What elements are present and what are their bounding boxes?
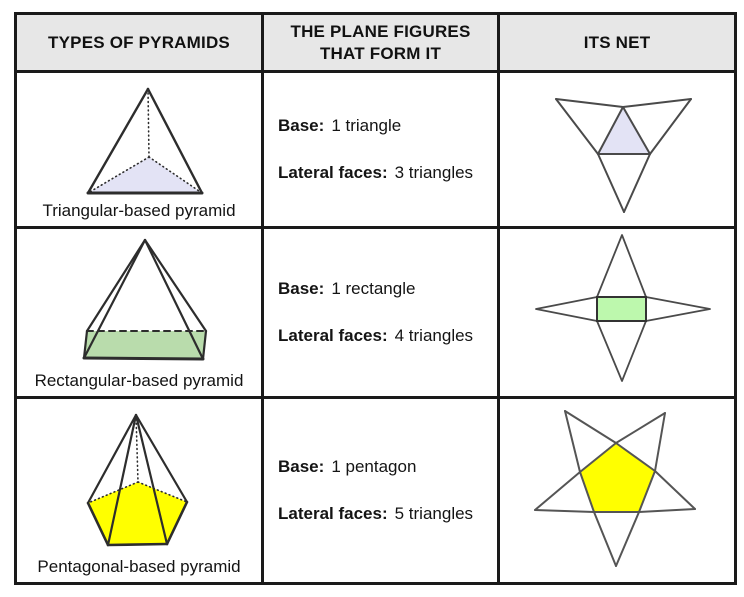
lateral-label: Lateral faces: xyxy=(278,326,388,345)
base-line: Base: 1 rectangle xyxy=(278,279,491,299)
base-line: Base: 1 triangle xyxy=(278,116,491,136)
cell-desc-triangular: Base: 1 triangle Lateral faces: 3 triangle… xyxy=(264,73,497,226)
cell-desc-pentagonal: Base: 1 pentagon Lateral faces: 5 triangle… xyxy=(264,399,497,582)
cell-net-triangular xyxy=(500,73,734,226)
header-label: THE PLANE FIGURES THAT FORM IT xyxy=(290,22,471,63)
header-label: ITS NET xyxy=(583,32,651,52)
rectangular-net-illustration xyxy=(535,234,711,382)
header-label: TYPES OF PYRAMIDS xyxy=(48,32,230,52)
lateral-value: 5 triangles xyxy=(394,504,474,523)
lateral-value: 4 triangles xyxy=(394,326,474,345)
pyramids-table: TYPES OF PYRAMIDS THE PLANE FIGURES THAT… xyxy=(14,12,737,585)
figure-label-pentagonal: Pentagonal-based pyramid xyxy=(37,557,241,576)
pentagonal-net-illustration xyxy=(534,410,696,567)
cell-desc-rectangular: Base: 1 rectangle Lateral faces: 4 triangl… xyxy=(264,229,497,396)
base-label: Base: xyxy=(278,116,325,135)
base-label: Base: xyxy=(278,457,325,476)
cell-pentagonal-pyramid: Pentagonal-based pyramid xyxy=(17,399,261,582)
cell-net-pentagonal xyxy=(500,399,734,582)
triangular-net-illustration xyxy=(555,98,692,213)
base-value: 1 rectangle xyxy=(331,279,416,298)
lateral-value: 3 triangles xyxy=(394,163,474,182)
figure-label-triangular: Triangular-based pyramid xyxy=(42,201,236,220)
lateral-label: Lateral faces: xyxy=(278,504,388,523)
cell-triangular-pyramid: Triangular-based pyramid xyxy=(17,73,261,226)
header-its-net: ITS NET xyxy=(500,15,734,70)
header-plane-figures: THE PLANE FIGURES THAT FORM IT xyxy=(264,15,497,70)
lateral-line: Lateral faces: 5 triangles xyxy=(278,504,491,524)
rectangular-pyramid-illustration xyxy=(82,238,208,361)
figure-label-rectangular: Rectangular-based pyramid xyxy=(34,371,244,390)
base-label: Base: xyxy=(278,279,325,298)
cell-net-rectangular xyxy=(500,229,734,396)
base-value: 1 triangle xyxy=(331,116,402,135)
lateral-label: Lateral faces: xyxy=(278,163,388,182)
lateral-line: Lateral faces: 4 triangles xyxy=(278,326,491,346)
lateral-line: Lateral faces: 3 triangles xyxy=(278,163,491,183)
base-line: Base: 1 pentagon xyxy=(278,457,491,477)
triangular-pyramid-illustration xyxy=(86,87,204,195)
header-types-of-pyramids: TYPES OF PYRAMIDS xyxy=(17,15,261,70)
pentagonal-pyramid-illustration xyxy=(86,413,189,547)
base-value: 1 pentagon xyxy=(331,457,417,476)
cell-rectangular-pyramid: Rectangular-based pyramid xyxy=(17,229,261,396)
